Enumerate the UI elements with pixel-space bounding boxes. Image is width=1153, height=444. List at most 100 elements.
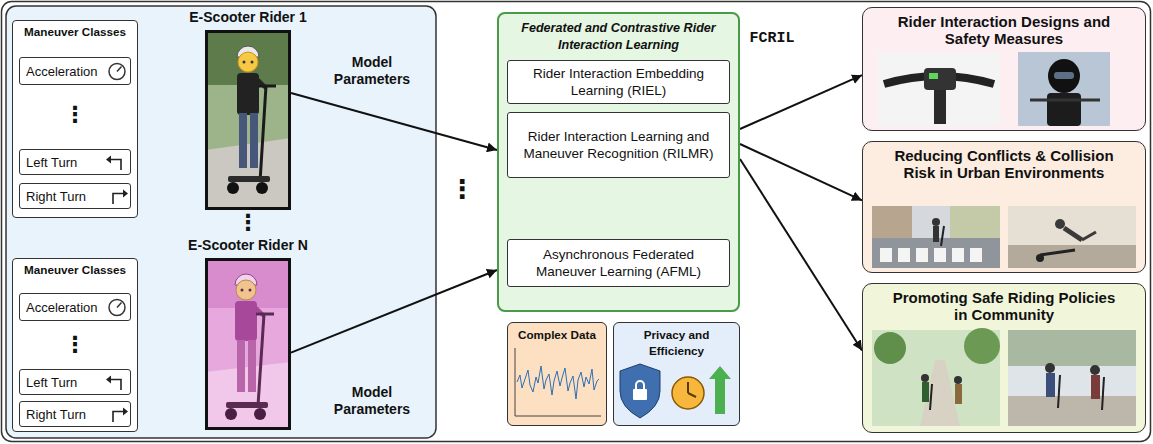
urban-illustration-part xyxy=(932,218,940,226)
maneuver-class-box: Left Turn xyxy=(19,369,131,395)
rider-photo-illustration-part xyxy=(237,340,245,392)
framework-panel: Federated and Contrastive Rider Interact… xyxy=(497,12,740,312)
urban-illustration-part xyxy=(1008,245,1136,268)
signal-chart-part xyxy=(517,366,599,399)
urban-illustration xyxy=(872,206,1136,268)
privacy-efficiency-icons-part xyxy=(672,377,704,409)
module-box: Asynchronous Federated Maneuver Learning… xyxy=(507,239,730,287)
urban-illustration-part xyxy=(952,248,964,262)
privacy-efficiency-icons-part xyxy=(687,382,689,393)
panel-heading: Maneuver Classes xyxy=(13,259,137,276)
maneuver-class-box: Acceleration xyxy=(19,57,131,85)
urban-illustration-part xyxy=(880,248,982,262)
safety-illustration-part xyxy=(934,90,946,124)
maneuver-label: Left Turn xyxy=(26,375,77,390)
outcome-box: Rider Interaction Designs and Safety Mea… xyxy=(862,7,1146,131)
rider-photo-illustration-part xyxy=(205,30,291,210)
node-fill xyxy=(507,60,730,104)
rider-photo-illustration-part xyxy=(235,301,257,341)
ellipsis: ⋮ xyxy=(64,334,86,356)
rider-photo-illustration-part xyxy=(256,313,274,316)
signal-chart-part xyxy=(515,416,601,417)
panel-title: Federated and Contrastive Rider Interact… xyxy=(499,14,738,54)
privacy-efficiency-icons-part xyxy=(620,364,660,418)
maneuver-icon-part xyxy=(113,412,123,423)
outcome-box: Reducing Conflicts & Collision Risk in U… xyxy=(862,141,1146,273)
maneuver-label: Right Turn xyxy=(26,407,86,422)
urban-illustration-part xyxy=(1082,232,1096,240)
urban-illustration-part xyxy=(872,206,1000,268)
rider-photo: E-Scooter Rider N xyxy=(205,258,291,430)
rider-photo-illustration-part xyxy=(258,85,276,88)
rider-photo-illustration xyxy=(205,30,291,210)
node-fill xyxy=(12,258,138,432)
maneuver-icon-part xyxy=(117,67,122,72)
outcome-title: Promoting Safe Riding Policies in Commun… xyxy=(888,289,1120,323)
challenge-box: Privacy and Efficiency xyxy=(613,322,740,426)
community-illustration-part xyxy=(954,376,962,384)
urban-illustration-part xyxy=(872,206,912,238)
rider-photo-illustration-part xyxy=(205,258,291,430)
framework-acronym: FCRIL xyxy=(749,30,794,47)
maneuver-label: Acceleration xyxy=(26,300,98,315)
community-illustration-part xyxy=(1046,373,1055,397)
safety-illustration-part xyxy=(1047,93,1081,126)
safety-illustration-part xyxy=(1018,52,1110,126)
maneuver-icon-part xyxy=(123,190,128,198)
rider-photo-illustration-part xyxy=(205,258,291,308)
urban-illustration-part xyxy=(1008,206,1136,268)
rider-photo-illustration-part xyxy=(237,73,259,115)
urban-illustration-part xyxy=(872,238,1000,268)
safety-illustration-part xyxy=(1054,72,1074,79)
safety-illustration-part xyxy=(1030,99,1100,102)
challenge-box: Complex Data xyxy=(507,322,607,426)
edge-label: Model Parameters xyxy=(322,384,422,418)
maneuver-icon-part xyxy=(106,376,111,384)
safety-illustration-part xyxy=(1048,59,1080,93)
maneuver-icon-part xyxy=(113,194,123,205)
node-fill xyxy=(19,293,131,321)
urban-illustration-part xyxy=(1055,219,1065,229)
rider-photo-illustration-part xyxy=(250,113,258,168)
connector-arrow xyxy=(291,270,497,353)
signal-chart xyxy=(515,348,601,416)
node-fill xyxy=(862,141,1146,273)
node-fills xyxy=(12,7,1146,433)
node-fill xyxy=(12,20,138,218)
node-fill xyxy=(19,183,131,209)
community-illustration-part xyxy=(921,374,929,382)
privacy-efficiency-icons xyxy=(620,364,731,418)
maneuver-icon-part xyxy=(111,380,121,391)
maneuver-icon-part xyxy=(123,408,128,416)
connector-arrow xyxy=(740,159,862,351)
outcome-title: Rider Interaction Designs and Safety Mea… xyxy=(888,13,1120,47)
community-illustration-part xyxy=(874,332,906,364)
urban-illustration-part xyxy=(1064,228,1082,240)
node-fill xyxy=(497,12,740,312)
maneuver-label: Right Turn xyxy=(26,189,86,204)
community-illustration-part xyxy=(1102,377,1104,410)
community-illustration-part xyxy=(964,328,1000,364)
panel-heading: Maneuver Classes xyxy=(13,21,137,38)
ellipsis: ⋮ xyxy=(64,104,86,126)
module-label: Rider Interaction Learning and Maneuver … xyxy=(514,128,723,162)
urban-illustration-part xyxy=(941,226,944,246)
node-fill xyxy=(862,283,1146,433)
privacy-efficiency-icons-part xyxy=(633,389,647,400)
urban-illustration-part xyxy=(934,248,946,262)
node-fill xyxy=(862,7,1146,131)
edge-label: Model Parameters xyxy=(322,54,422,88)
rider-photo-illustration-part xyxy=(243,61,246,64)
urban-illustration-part xyxy=(1040,250,1075,255)
frame-part xyxy=(6,6,436,438)
module-label: Asynchronous Federated Maneuver Learning… xyxy=(514,246,723,280)
community-illustration-part xyxy=(1008,330,1136,426)
maneuver-icon-part xyxy=(106,156,111,164)
maneuver-class-box: Acceleration xyxy=(19,293,131,321)
rider-photo-illustration-part xyxy=(236,280,256,300)
safety-illustration-part xyxy=(878,52,1000,126)
signal-chart-part xyxy=(515,348,516,416)
rider-photo-illustration-part xyxy=(251,61,254,64)
